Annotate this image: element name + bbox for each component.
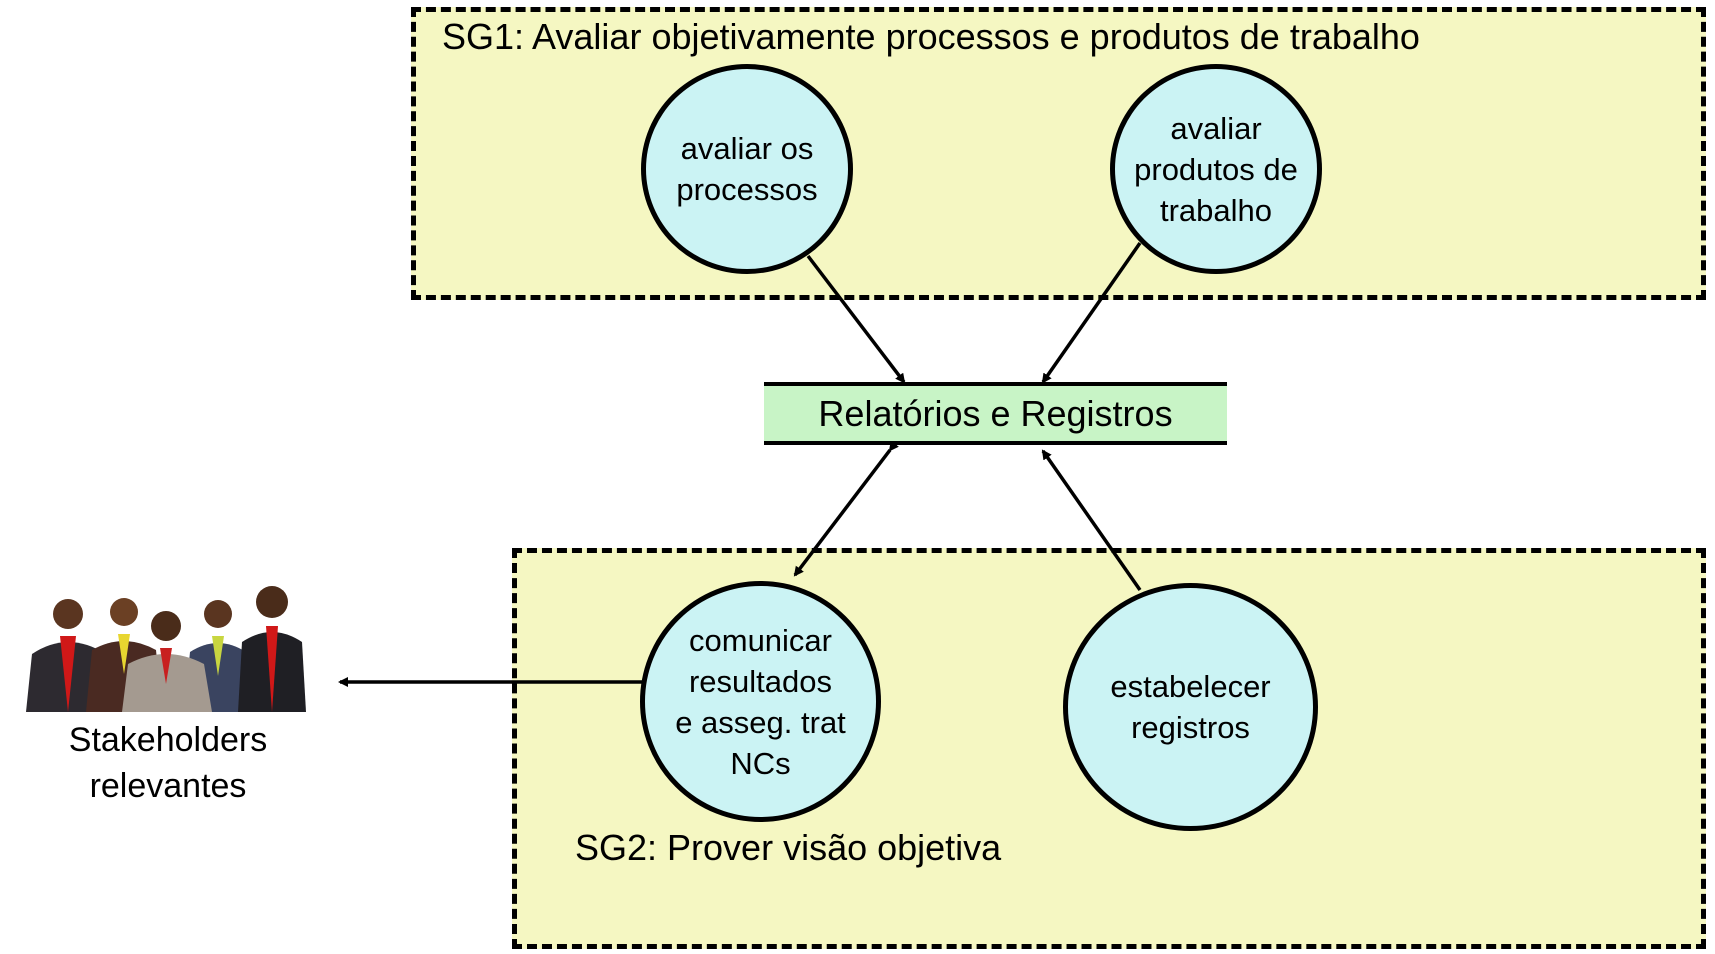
sg1-goal-box (411, 7, 1706, 300)
practice-evaluate-processes: avaliar os processos (641, 64, 853, 274)
practice-establish-records: estabelecer registros (1063, 583, 1318, 831)
arrow-reports-communicate (793, 440, 899, 577)
arrow-processes-to-reports (806, 254, 906, 384)
practice-evaluate-work-products: avaliar produtos de trabalho (1110, 64, 1322, 274)
people-group-icon (26, 586, 306, 712)
arrow-products-to-reports (1041, 241, 1142, 384)
sg1-goal-title: SG1: Avaliar objetivamente processos e p… (442, 16, 1420, 57)
sg2-goal-title: SG2: Prover visão objetiva (575, 827, 1002, 868)
reports-and-records-store: Relatórios e Registros (764, 382, 1227, 445)
arrow-records-to-reports (1041, 449, 1142, 592)
stakeholders-label: Stakeholders relevantes (68, 721, 268, 805)
practice-communicate-results: comunicar resultados e asseg. trat NCs (640, 581, 881, 822)
